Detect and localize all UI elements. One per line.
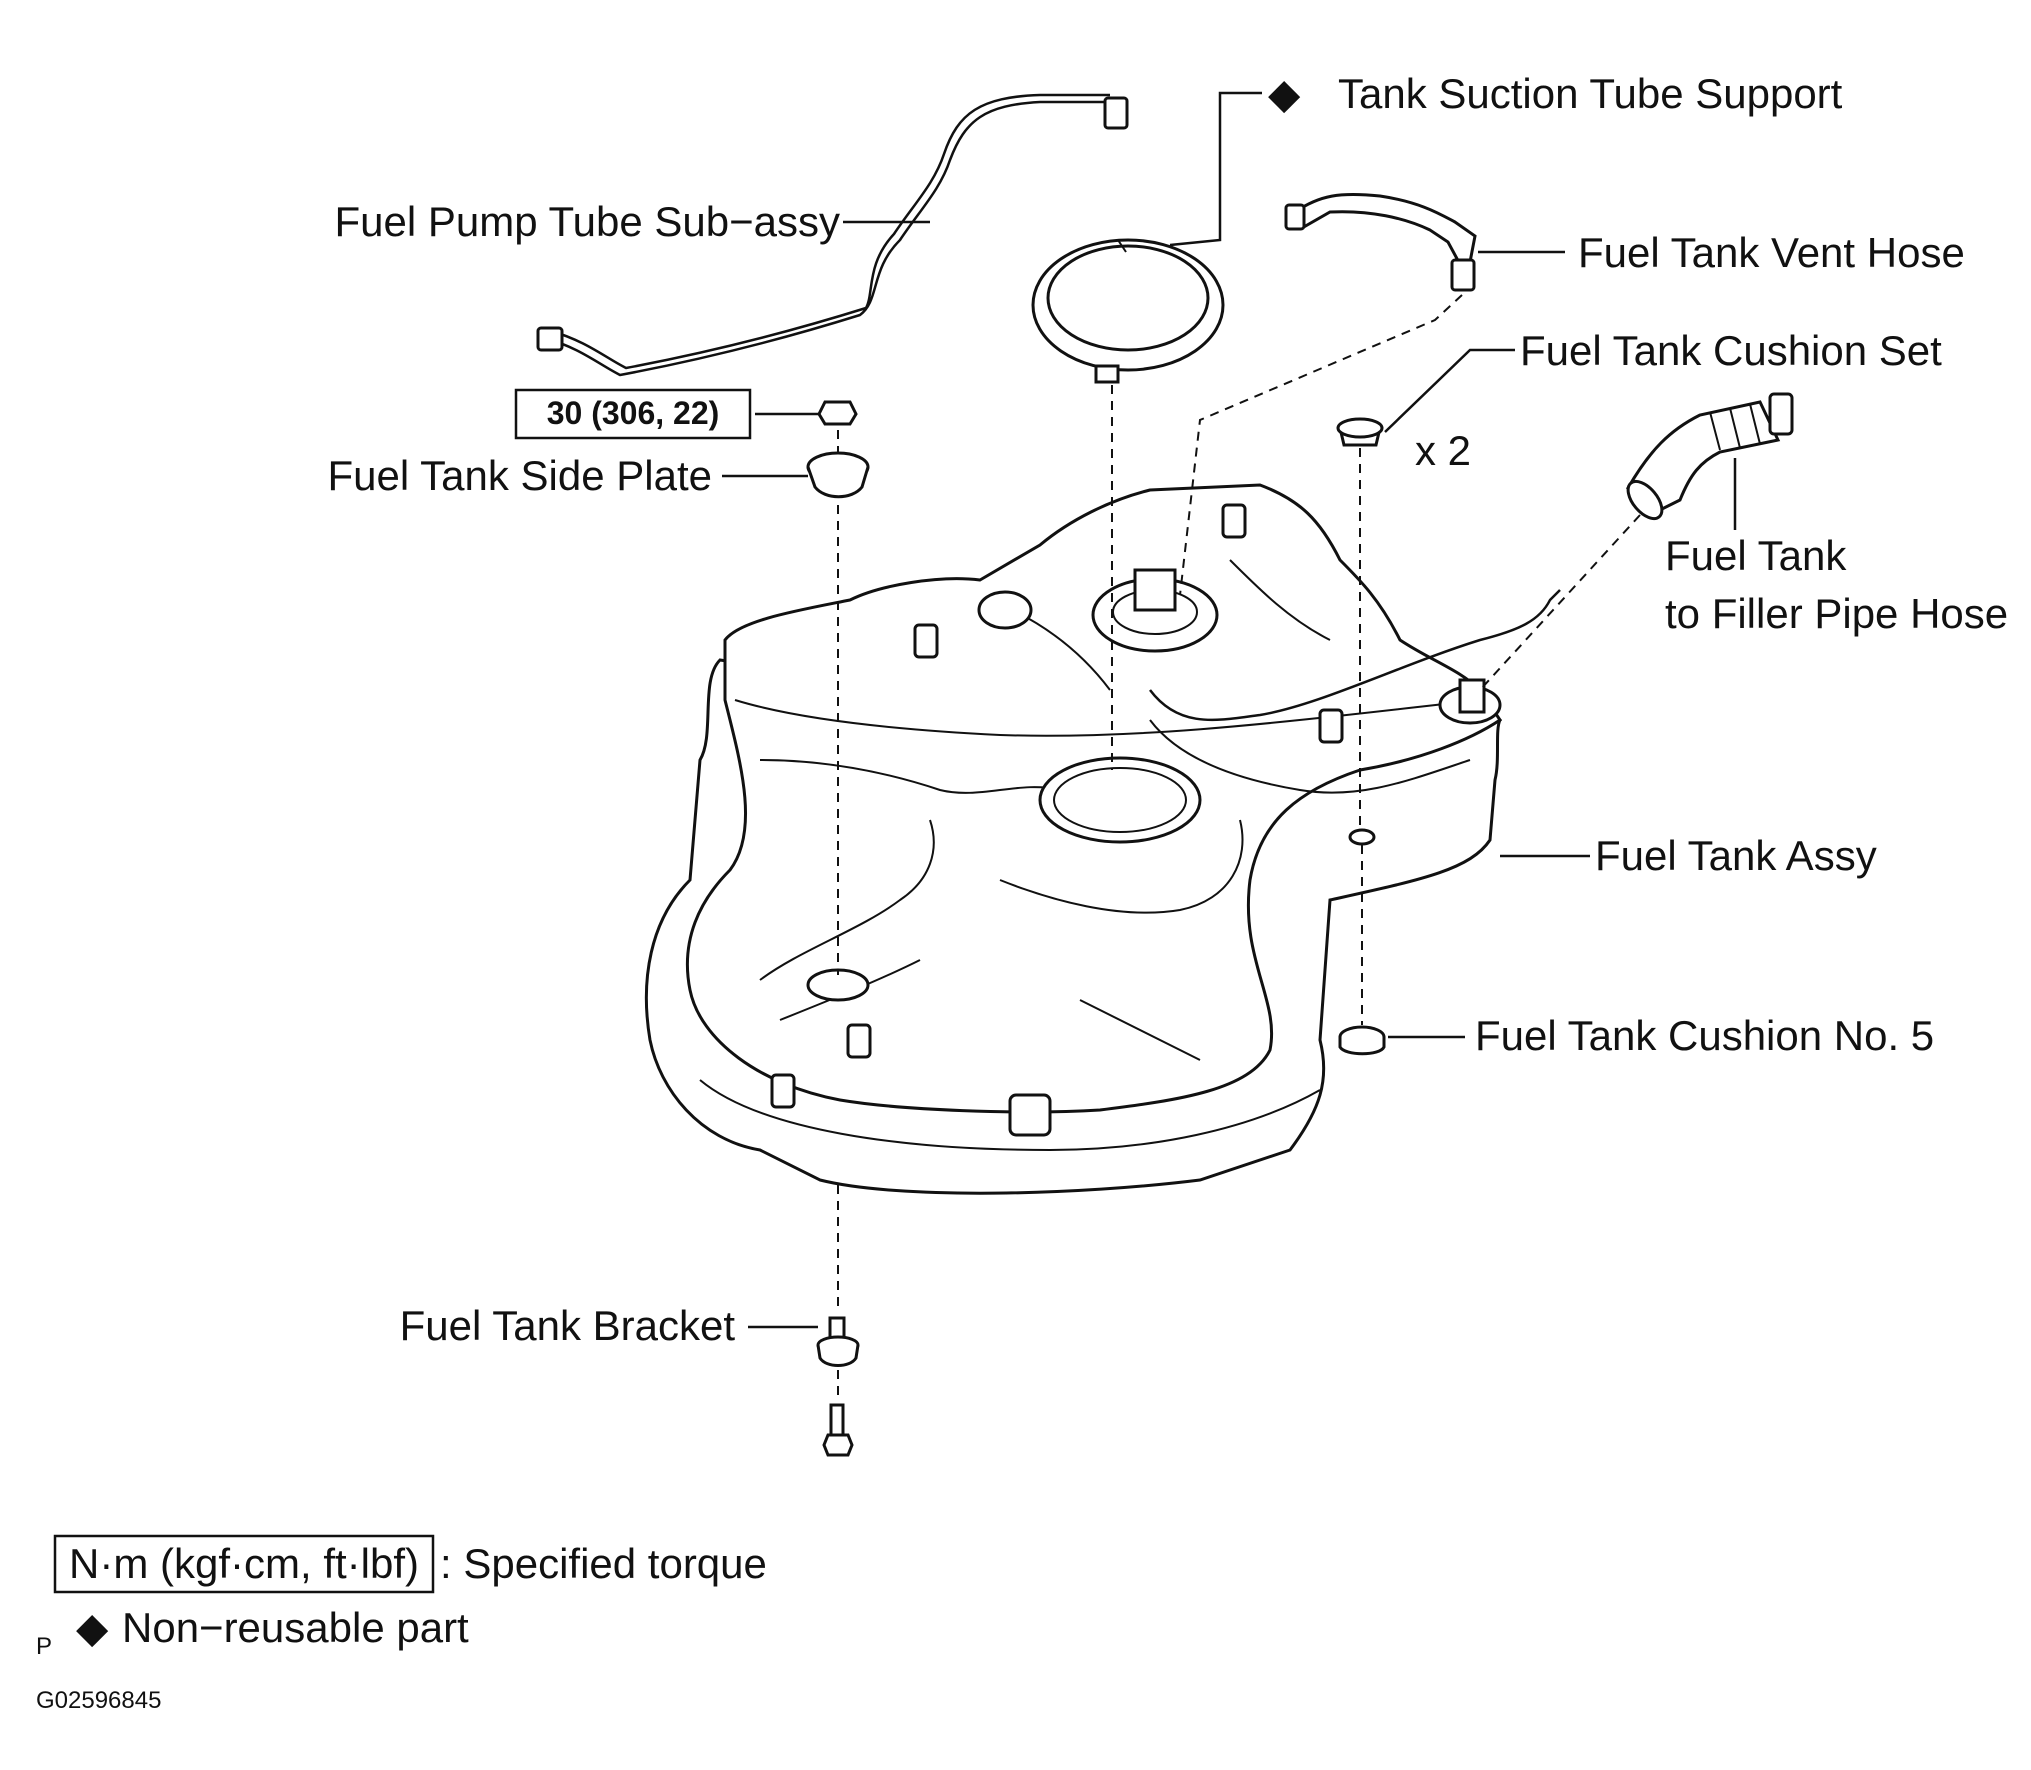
torque-box bbox=[514, 388, 752, 440]
vent-hose-part bbox=[1284, 192, 1477, 292]
label-cushion-set: Fuel Tank Cushion Set bbox=[1520, 327, 1942, 374]
fuel-pump-tube-part bbox=[536, 93, 1129, 377]
legend-p-marker: P bbox=[36, 1633, 52, 1660]
legend-torque-box bbox=[53, 1534, 435, 1594]
label-fuel-pump-tube: Fuel Pump Tube Sub−assy bbox=[335, 198, 840, 245]
figure-id: G02596845 bbox=[36, 1687, 161, 1714]
filler-pipe-hose-part bbox=[1626, 392, 1794, 521]
label-tank-assy: Fuel Tank Assy bbox=[1595, 832, 1877, 879]
diamond-icon-suction: ◆ bbox=[1268, 70, 1301, 117]
leader-lines bbox=[722, 91, 1737, 1329]
label-side-plate: Fuel Tank Side Plate bbox=[328, 452, 712, 499]
suction-support-part bbox=[1031, 238, 1225, 384]
label-tank-bracket: Fuel Tank Bracket bbox=[400, 1302, 736, 1349]
small-parts bbox=[806, 400, 1386, 1457]
label-suction-support: Tank Suction Tube Support bbox=[1338, 70, 1843, 117]
label-vent-hose: Fuel Tank Vent Hose bbox=[1578, 229, 1965, 276]
black-diamond-icon: ◆ bbox=[76, 1604, 109, 1651]
label-cushion-no5: Fuel Tank Cushion No. 5 bbox=[1475, 1012, 1934, 1059]
legend-nonreusable-desc: Non−reusable part bbox=[122, 1604, 469, 1651]
alignment-lines bbox=[837, 294, 1641, 1400]
label-torque-value: 30 (306, 22) bbox=[547, 395, 720, 431]
label-filler-hose-2: to Filler Pipe Hose bbox=[1665, 590, 2008, 637]
label-cushion-qty: x 2 bbox=[1415, 427, 1471, 474]
label-filler-hose-1: Fuel Tank bbox=[1665, 532, 1847, 579]
fuel-tank-body bbox=[644, 483, 1561, 1195]
part-labels: Fuel Pump Tube Sub−assy ◆ Tank Suction T… bbox=[328, 70, 2009, 1349]
legend-torque-unit: N·m (kgf·cm, ft·lbf) bbox=[69, 1540, 419, 1587]
legend: N·m (kgf·cm, ft·lbf) : Specified torque … bbox=[36, 1534, 767, 1714]
legend-torque-desc: : Specified torque bbox=[440, 1540, 767, 1587]
